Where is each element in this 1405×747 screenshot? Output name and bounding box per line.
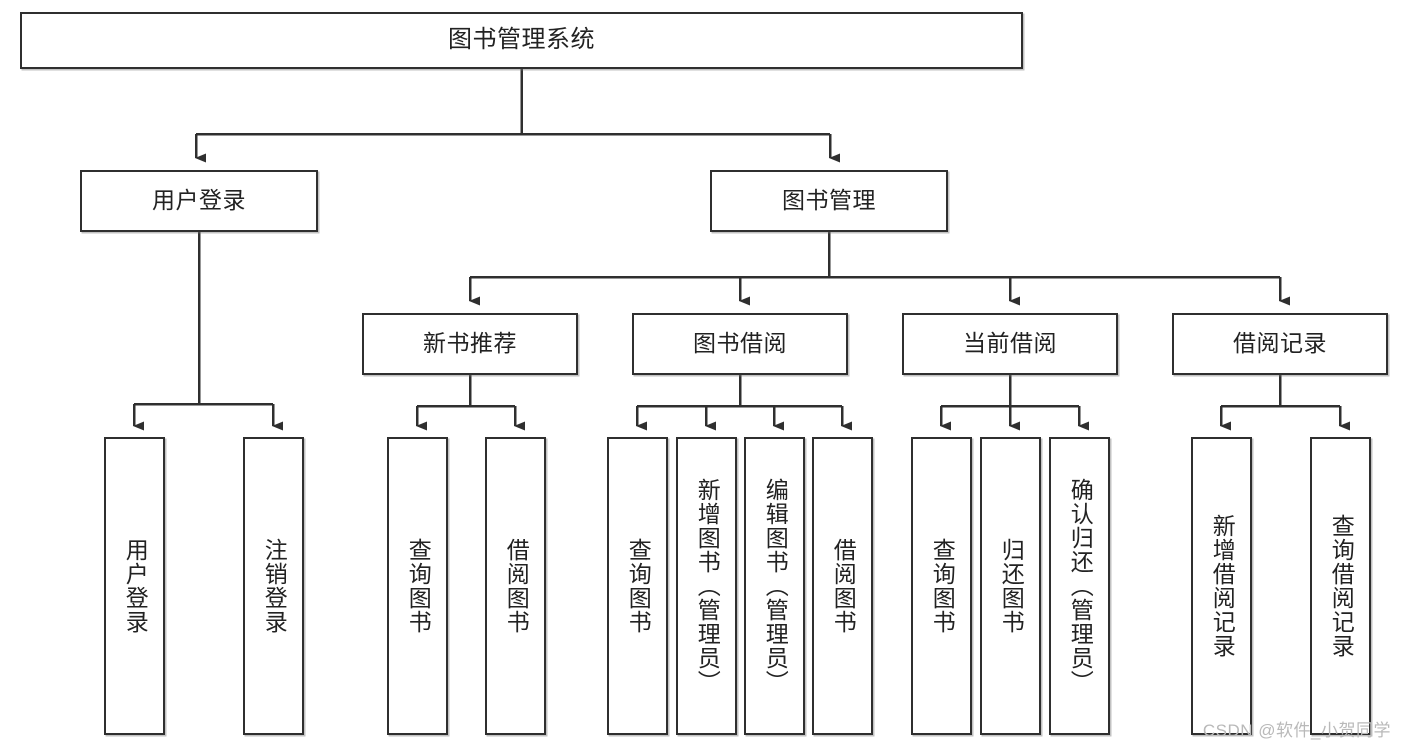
node-book-manage[interactable]: 图书管理: [710, 170, 948, 232]
node-leaf-query-borrow-record[interactable]: 查询借阅记录: [1310, 437, 1371, 735]
node-borrow-record[interactable]: 借阅记录: [1172, 313, 1388, 375]
node-leaf-query-book-borrow[interactable]: 查询图书: [607, 437, 668, 735]
node-leaf-return-book[interactable]: 归还图书: [980, 437, 1041, 735]
node-user-login[interactable]: 用户登录: [80, 170, 318, 232]
node-leaf-edit-book-admin[interactable]: 编辑图书（管理员）: [744, 437, 805, 735]
node-root-system[interactable]: 图书管理系统: [20, 12, 1023, 69]
node-leaf-query-book-recommend[interactable]: 查询图书: [387, 437, 448, 735]
node-current-borrow[interactable]: 当前借阅: [902, 313, 1118, 375]
node-leaf-confirm-return-admin[interactable]: 确认归还（管理员）: [1049, 437, 1110, 735]
node-leaf-borrow-book-recommend[interactable]: 借阅图书: [485, 437, 546, 735]
node-leaf-query-book-current[interactable]: 查询图书: [911, 437, 972, 735]
node-leaf-user-login[interactable]: 用户登录: [104, 437, 165, 735]
node-leaf-borrow-book[interactable]: 借阅图书: [812, 437, 873, 735]
node-leaf-logout[interactable]: 注销登录: [243, 437, 304, 735]
node-leaf-add-borrow-record[interactable]: 新增借阅记录: [1191, 437, 1252, 735]
node-new-book-recommend[interactable]: 新书推荐: [362, 313, 578, 375]
node-book-borrow[interactable]: 图书借阅: [632, 313, 848, 375]
node-leaf-add-book-admin[interactable]: 新增图书（管理员）: [676, 437, 737, 735]
